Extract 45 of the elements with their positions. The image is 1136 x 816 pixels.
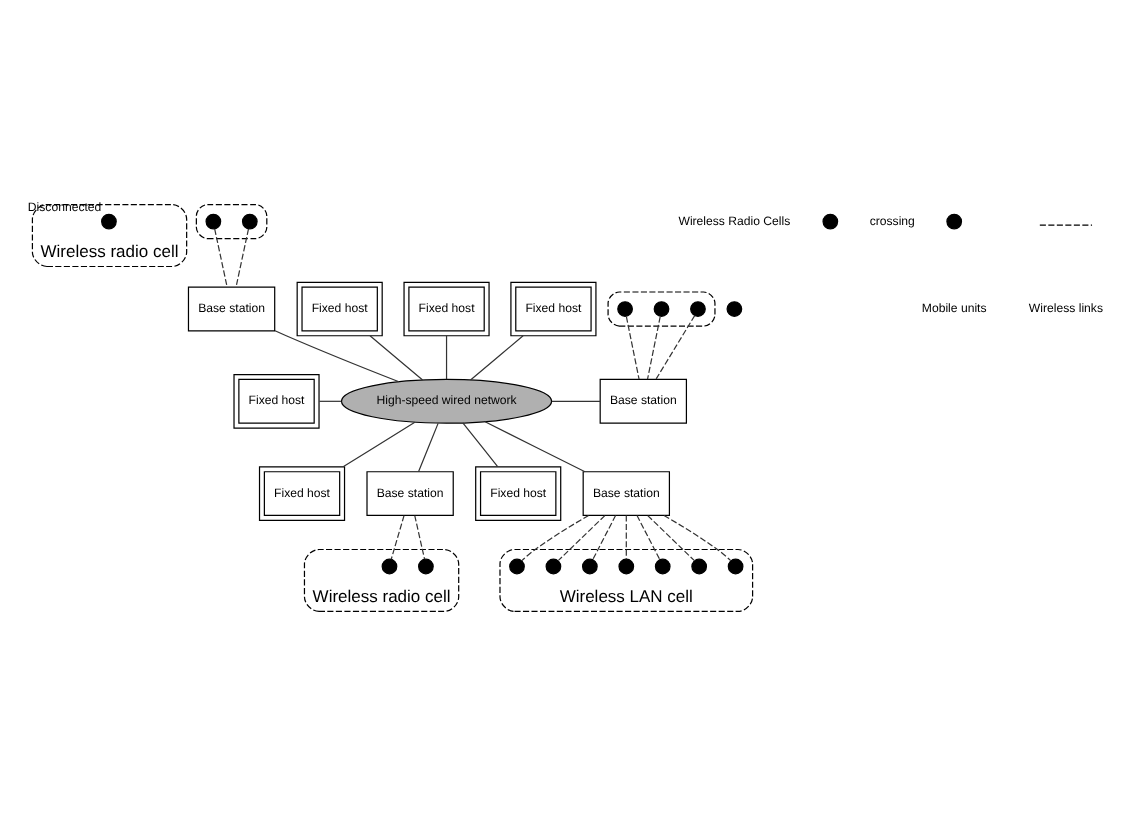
node-circle [205, 213, 222, 230]
node-circle [690, 301, 706, 317]
connector [625, 515, 627, 560]
connector [469, 335, 524, 381]
node-circle [691, 558, 708, 575]
cluster: Wireless LAN cell [499, 548, 754, 613]
connector [636, 515, 661, 561]
node-circle [653, 301, 670, 317]
node-circle [241, 213, 258, 230]
node-circle [618, 558, 635, 575]
node-circle [418, 558, 434, 575]
connector [390, 515, 405, 560]
connector [414, 515, 426, 560]
node-circle [101, 213, 117, 230]
connector [369, 335, 424, 381]
connector [646, 316, 661, 380]
cluster: Wireless radio cell [303, 548, 460, 613]
connector [625, 316, 640, 380]
node-circle [381, 558, 398, 575]
connector [318, 400, 342, 402]
node-circle [545, 558, 562, 575]
connector [647, 515, 695, 562]
node-circle [822, 213, 839, 230]
node-circle [654, 558, 671, 575]
node-circle [727, 558, 744, 575]
node-circle [617, 301, 633, 317]
connector [274, 330, 400, 383]
node-circle [726, 301, 743, 317]
connector [342, 421, 416, 468]
connector [235, 228, 250, 288]
connector [417, 422, 439, 473]
connector [445, 335, 448, 380]
connector [551, 400, 601, 402]
cluster [607, 291, 716, 327]
connector [484, 421, 586, 473]
connector [663, 514, 732, 562]
node-circle [581, 558, 598, 575]
node-circle [509, 558, 525, 575]
connector [655, 315, 696, 380]
connector [592, 515, 617, 561]
connector [557, 515, 606, 562]
connector [521, 514, 590, 562]
connector [462, 422, 499, 468]
connector [214, 228, 228, 288]
cluster [195, 203, 268, 240]
